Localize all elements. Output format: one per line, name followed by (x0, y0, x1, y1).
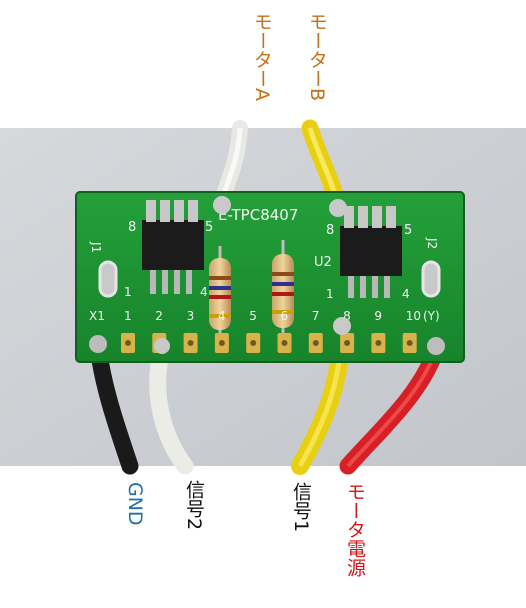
pin-number-3: 3 (187, 309, 195, 323)
pin-number-9: 9 (374, 309, 382, 323)
resistor-2 (272, 240, 294, 334)
pin-number-1: 1 (124, 309, 132, 323)
ic1-pin-4: 4 (200, 285, 208, 299)
y1-label: (Y) (423, 309, 440, 323)
pin-hole-6 (281, 340, 288, 346)
j1-pad (98, 260, 118, 298)
pin-hole-10 (406, 340, 413, 346)
j2-label: J2 (425, 237, 439, 249)
ic2-pin-1: 1 (326, 287, 334, 301)
pcb-board: E-TPC8407 U2 J1 J2 X1 (Y) 8 5 1 4 (75, 191, 465, 363)
resistor-1 (209, 246, 231, 334)
ic1-pin-1: 1 (124, 285, 132, 299)
j2-pad (421, 260, 441, 298)
pin-hole-8 (344, 340, 351, 346)
ic1-chip: 8 5 1 4 (124, 200, 213, 299)
label-motor-power: モータ電源 (344, 482, 366, 577)
pin-number-7: 7 (312, 309, 320, 323)
label-gnd: GND (124, 482, 146, 526)
label-signal2: 信号2 (183, 480, 205, 531)
label-motor-a: モーターA (251, 12, 273, 101)
ic1-pin-8: 8 (128, 220, 136, 235)
label-motor-b: モーターB (306, 12, 328, 102)
chip-label: E-TPC8407 (218, 206, 298, 224)
ic2-pin-4: 4 (402, 287, 410, 301)
j1-label: J1 (89, 241, 103, 253)
label-signal1: 信号1 (290, 482, 312, 533)
ic2-chip: 8 5 1 4 (326, 206, 412, 301)
pin-number-10: 10 (406, 309, 421, 323)
pin-number-8: 8 (343, 309, 351, 323)
pin-hole-9 (375, 340, 382, 346)
pin-hole-3 (187, 340, 194, 346)
pin-hole-4 (218, 340, 225, 346)
pin-hole-7 (312, 340, 319, 346)
u2-label: U2 (314, 255, 332, 270)
pin-number-2: 2 (155, 309, 163, 323)
pin-number-5: 5 (249, 309, 257, 323)
pin-number-6: 6 (281, 309, 289, 323)
pin-hole-1 (125, 340, 131, 346)
ic2-pin-5: 5 (404, 223, 412, 238)
ic1-pin-5: 5 (205, 220, 213, 235)
wire-signal2 (149, 341, 194, 475)
ic2-pin-8: 8 (326, 223, 334, 238)
pin-hole-5 (250, 340, 257, 346)
pin-number-4: 4 (218, 309, 226, 323)
x1-label: X1 (89, 309, 105, 323)
